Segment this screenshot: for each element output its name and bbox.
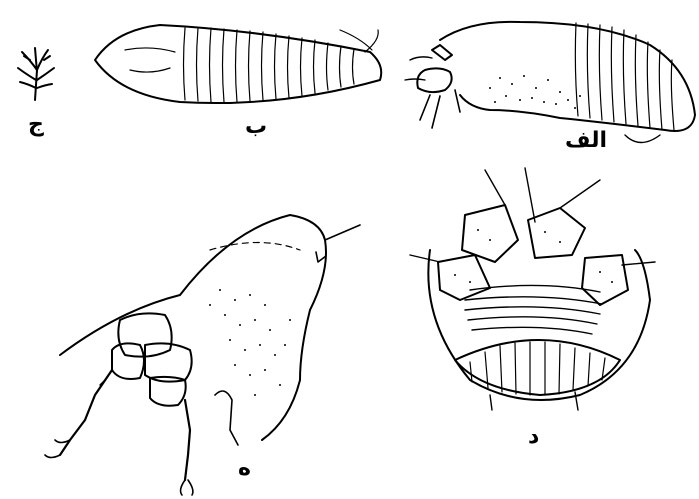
label-he: ه: [238, 456, 251, 481]
seta-detail-drawing: [18, 48, 54, 100]
label-be: ب: [245, 114, 267, 139]
label-dal: د: [528, 424, 539, 449]
lateral-body-drawing: [405, 22, 695, 143]
label-jim: ج: [28, 112, 44, 137]
anterior-body-drawing: [410, 168, 655, 410]
stipple-texture: [209, 75, 613, 396]
dorsal-body-drawing: [95, 25, 381, 103]
label-alef: الف: [565, 128, 607, 153]
head-leg-drawing: [45, 215, 360, 495]
